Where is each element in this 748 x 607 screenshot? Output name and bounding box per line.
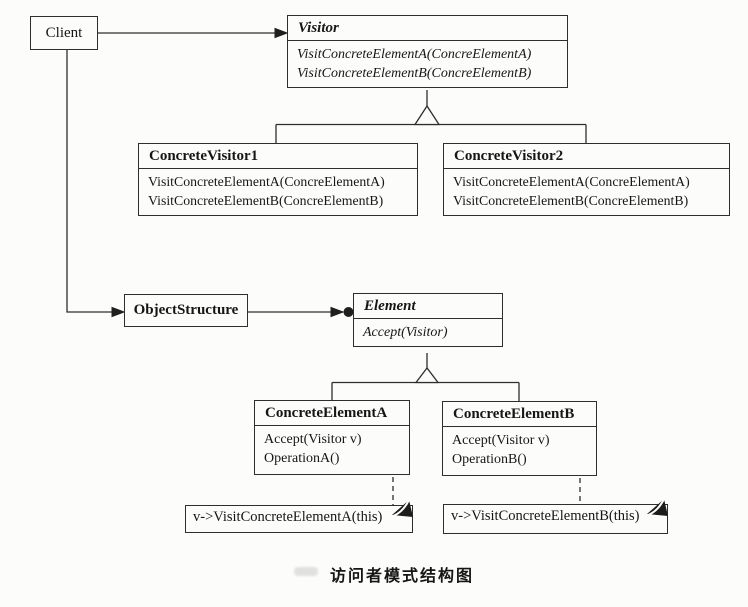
class-concrete-element-a: ConcreteElementA Accept(Visitor v) Opera…	[254, 400, 410, 475]
note-visit-concrete-element-a: v->VisitConcreteElementA(this)	[185, 499, 413, 533]
method: VisitConcreteElementA(ConcreElementA)	[148, 174, 385, 189]
note-fold-icon	[389, 499, 413, 518]
class-concrete-visitor-1-name: ConcreteVisitor1	[149, 148, 259, 164]
method: Accept(Visitor v)	[264, 432, 362, 447]
method: OperationA()	[264, 451, 340, 467]
method: VisitConcreteElementB(ConcreElementB)	[297, 66, 532, 82]
method: VisitConcreteElementA(ConcreElementA)	[453, 174, 690, 189]
arrowhead-icon	[111, 306, 126, 318]
note-fold-icon	[644, 498, 668, 517]
class-concrete-element-a-name: ConcreteElementA	[265, 405, 388, 421]
objectstructure-to-element-arrow	[248, 306, 354, 318]
class-visitor: Visitor VisitConcreteElementA(ConcreElem…	[287, 15, 568, 89]
method: OperationB()	[452, 452, 527, 468]
class-element-methods: Accept(Visitor)	[354, 318, 502, 346]
inheritance-triangle-icon	[413, 104, 441, 126]
note-visit-concrete-element-b: v->VisitConcreteElementB(this)	[443, 498, 668, 534]
inheritance-triangle-icon	[414, 366, 440, 384]
client-to-visitor-arrow	[98, 27, 289, 39]
arrowhead-icon	[330, 306, 345, 318]
class-object-structure: ObjectStructure	[124, 294, 248, 327]
class-object-structure-name: ObjectStructure	[133, 302, 239, 318]
class-concrete-element-b-methods: Accept(Visitor v) OperationB()	[443, 426, 596, 475]
class-visitor-methods: VisitConcreteElementA(ConcreElementA) Vi…	[288, 40, 567, 87]
visitor-inheritance	[275, 90, 587, 143]
method: Accept(Visitor)	[363, 325, 448, 340]
class-visitor-name: Visitor	[298, 20, 339, 36]
class-concrete-visitor-2: ConcreteVisitor2 VisitConcreteElementA(C…	[443, 143, 730, 216]
note-text: v->VisitConcreteElementB(this)	[451, 508, 640, 524]
class-concrete-visitor-2-methods: VisitConcreteElementA(ConcreElementA) Vi…	[444, 168, 729, 215]
class-concrete-visitor-2-name: ConcreteVisitor2	[454, 148, 564, 164]
method: VisitConcreteElementB(ConcreElementB)	[453, 192, 689, 208]
method: VisitConcreteElementA(ConcreElementA)	[297, 47, 532, 62]
client-to-objectstructure-arrow	[66, 50, 126, 318]
arrowhead-icon	[274, 27, 289, 39]
diagram-caption: 访问者模式结构图	[330, 568, 475, 585]
element-inheritance	[331, 353, 520, 401]
note-text: v->VisitConcreteElementA(this)	[193, 509, 383, 525]
method: Accept(Visitor v)	[452, 433, 550, 448]
class-client: Client	[30, 16, 98, 50]
class-concrete-visitor-1: ConcreteVisitor1 VisitConcreteElementA(C…	[138, 143, 418, 216]
class-element-name: Element	[364, 298, 416, 314]
class-client-name: Client	[45, 24, 83, 41]
class-concrete-element-a-methods: Accept(Visitor v) OperationA()	[255, 425, 409, 474]
class-concrete-element-b: ConcreteElementB Accept(Visitor v) Opera…	[442, 401, 597, 476]
aggregation-dot-icon	[343, 307, 354, 317]
scan-artifact	[294, 567, 318, 576]
method: VisitConcreteElementB(ConcreElementB)	[148, 192, 384, 208]
class-concrete-visitor-1-methods: VisitConcreteElementA(ConcreElementA) Vi…	[139, 168, 417, 215]
class-concrete-element-b-name: ConcreteElementB	[453, 406, 575, 422]
class-element: Element Accept(Visitor)	[353, 293, 503, 348]
